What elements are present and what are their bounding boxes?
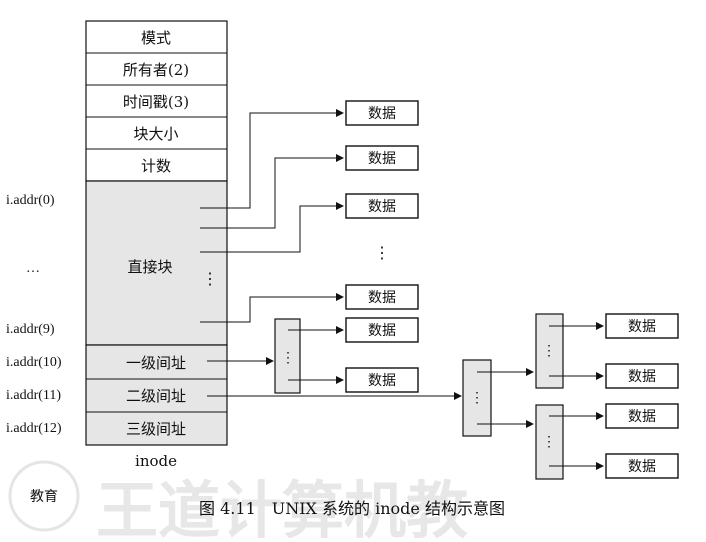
index-block	[462, 359, 492, 437]
data-block-label: 数据	[628, 369, 656, 385]
data-block-label: 数据	[368, 373, 396, 389]
index-block-vdots: ⋮	[542, 434, 556, 450]
data-block	[605, 363, 679, 389]
address-labels: i.addr(0) … i.addr(9) i.addr(10) i.addr(…	[6, 193, 62, 436]
data-block-label: 数据	[368, 106, 396, 122]
indirect-box	[85, 344, 228, 446]
data-block	[345, 317, 419, 343]
pointer-arrow	[200, 202, 344, 253]
double-indirect-label: 二级间址	[126, 387, 186, 405]
data-block	[345, 193, 419, 219]
watermark-text: 王道计算机教	[96, 474, 468, 538]
direct-blocks-vdots: ⋮	[202, 269, 218, 288]
data-vdots: ⋮	[374, 243, 390, 262]
pointer-arrow	[200, 293, 344, 323]
watermark-seal-text: 教育	[30, 489, 58, 505]
field-timestamp: 时间戳(3)	[123, 93, 189, 111]
double-indirect: ⋮ ⋮ 数据 数据 ⋮ 数据 数据	[207, 313, 679, 480]
pointer-arrow	[200, 109, 344, 209]
direct-data-blocks: 数据 数据 数据 数据	[345, 100, 419, 310]
addr-label-0: i.addr(0)	[6, 193, 55, 208]
data-block-label: 数据	[628, 319, 656, 335]
field-mode: 模式	[141, 29, 171, 47]
watermark: 教育 王道计算机教	[8, 460, 468, 542]
addr-label-12: i.addr(12)	[6, 421, 62, 436]
single-indirect-label: 一级间址	[126, 354, 186, 372]
field-block-size: 块大小	[133, 125, 178, 143]
figure-caption: 图 4.11 UNIX 系统的 inode 结构示意图	[199, 499, 505, 518]
index-block	[274, 318, 301, 394]
data-block	[345, 100, 419, 126]
index-block-vdots: ⋮	[281, 350, 295, 366]
field-owner: 所有者(2)	[123, 61, 189, 79]
data-block-label: 数据	[628, 459, 656, 475]
watermark-seal	[8, 460, 80, 532]
data-block	[605, 403, 679, 429]
direct-blocks-label: 直接块	[127, 258, 172, 276]
addr-label-ellipsis: …	[26, 261, 40, 276]
addr-label-10: i.addr(10)	[6, 355, 62, 370]
data-block	[605, 313, 679, 339]
triple-indirect-label: 三级间址	[126, 420, 186, 438]
data-block	[605, 453, 679, 479]
inode-caption: inode	[135, 452, 177, 470]
index-block-vdots: ⋮	[542, 343, 556, 359]
index-block	[535, 404, 564, 480]
addr-label-9: i.addr(9)	[6, 322, 55, 337]
data-block-label: 数据	[368, 290, 396, 306]
index-block-vdots: ⋮	[470, 390, 484, 406]
data-block	[345, 145, 419, 171]
inode-table: 模式 所有者(2) 时间戳(3) 块大小 计数 直接块 ⋮ 一级间址 二级间址 …	[85, 20, 228, 470]
data-block	[345, 367, 419, 393]
data-block-label: 数据	[368, 151, 396, 167]
field-count: 计数	[141, 157, 171, 175]
direct-pointers: ⋮	[200, 109, 390, 323]
addr-label-11: i.addr(11)	[6, 388, 61, 403]
pointer-arrow	[200, 154, 344, 229]
data-block-label: 数据	[628, 409, 656, 425]
single-indirect: ⋮ 数据 数据	[207, 317, 419, 394]
data-block-label: 数据	[368, 199, 396, 215]
data-block-label: 数据	[368, 323, 396, 339]
data-block	[345, 284, 419, 310]
